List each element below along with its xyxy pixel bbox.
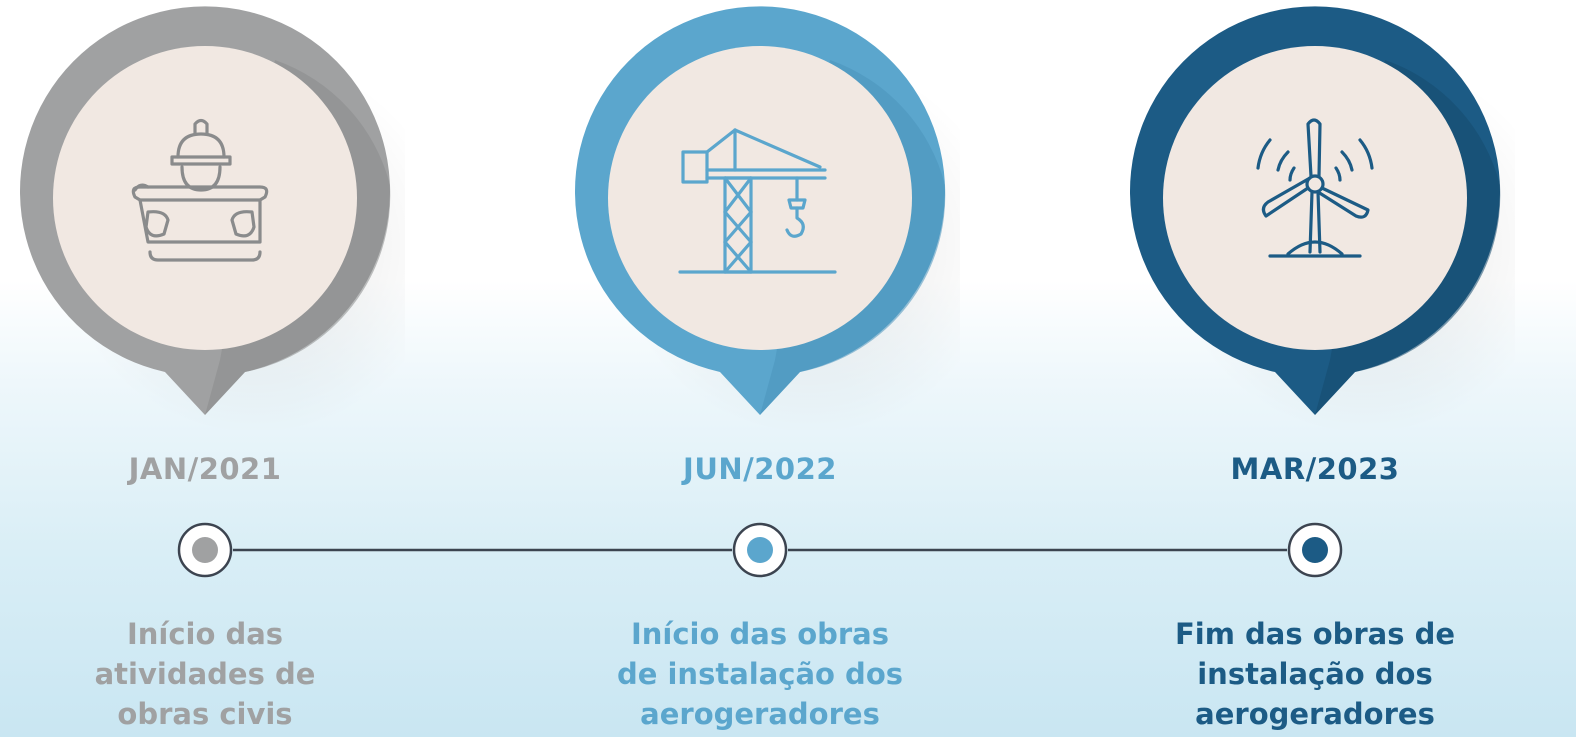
- milestone-2: JUN/2022 Início das obras de instalação …: [560, 0, 960, 737]
- caption-line: aerogeradores: [640, 697, 880, 731]
- milestone-date: JAN/2021: [128, 452, 282, 486]
- caption-line: obras civis: [117, 697, 293, 731]
- wind-turbine-icon: [1256, 118, 1374, 258]
- caption-line: de instalação dos: [616, 657, 904, 691]
- location-pin-light-blue: [575, 6, 960, 430]
- caption-line: Fim das obras de: [1174, 617, 1456, 651]
- engineer-with-blueprint-icon: [131, 118, 269, 262]
- caption-line: Início das obras: [630, 617, 890, 651]
- milestone-date: MAR/2023: [1230, 452, 1400, 486]
- timeline-node-1: [177, 522, 233, 578]
- milestone-1: JAN/2021 Início das atividades de obras …: [5, 0, 405, 737]
- caption-line: aerogeradores: [1195, 697, 1435, 731]
- timeline-node-2: [732, 522, 788, 578]
- milestone-3: MAR/2023 Fim das obras de instalação dos…: [1115, 0, 1515, 737]
- timeline-node-3: [1287, 522, 1343, 578]
- caption-line: atividades de: [94, 657, 316, 691]
- milestone-date: JUN/2022: [683, 452, 837, 486]
- milestone-caption: Início das obras de instalação dos aerog…: [560, 614, 960, 734]
- caption-line: Início das: [126, 617, 284, 651]
- caption-line: instalação dos: [1197, 657, 1433, 691]
- milestone-caption: Fim das obras de instalação dos aerogera…: [1115, 614, 1515, 734]
- crane-icon: [678, 128, 837, 274]
- location-pin-dark-blue: [1130, 6, 1515, 430]
- milestone-caption: Início das atividades de obras civis: [5, 614, 405, 734]
